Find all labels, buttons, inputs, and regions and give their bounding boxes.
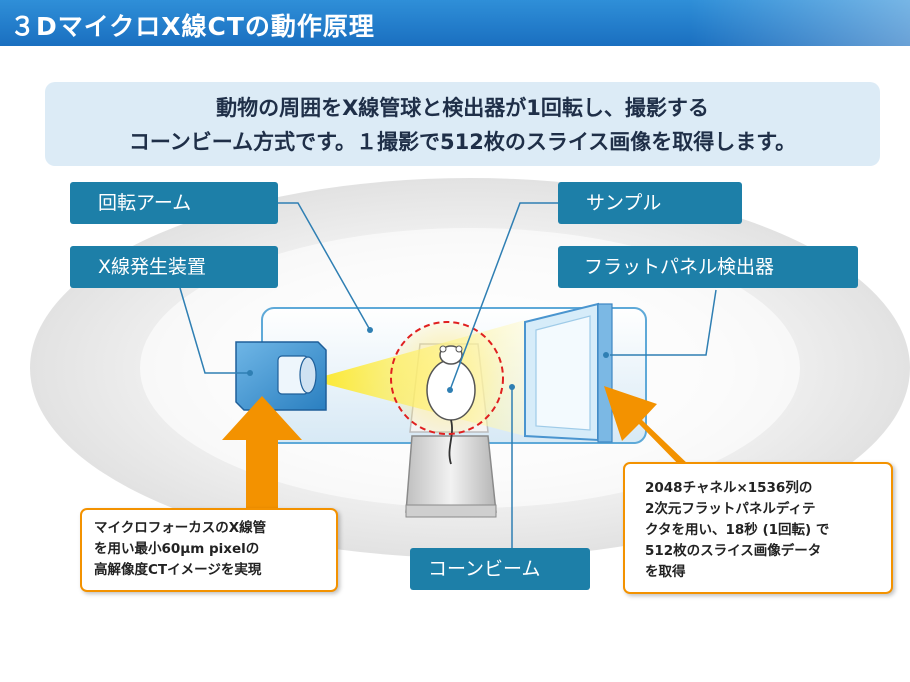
callout-left: マイクロフォーカスのX線管 を用い最小60μm pixelの 高解像度CTイメー… bbox=[80, 508, 338, 592]
label-rotating-arm: 回転アーム bbox=[70, 182, 278, 224]
subtitle-line-2: コーンビーム方式です。１撮影で512枚のスライス画像を取得します。 bbox=[128, 130, 797, 154]
leader-rotating-arm bbox=[278, 202, 371, 331]
pedestal-base bbox=[405, 504, 497, 518]
leader-sample bbox=[449, 202, 565, 391]
label-xray-generator: X線発生装置 bbox=[70, 246, 278, 288]
arrow-left bbox=[222, 396, 302, 508]
label-sample: サンプル bbox=[558, 182, 742, 224]
pedestal bbox=[405, 435, 497, 513]
mouse-tail bbox=[448, 419, 453, 465]
leader-dots bbox=[247, 327, 609, 393]
arrow-right bbox=[604, 386, 690, 472]
label-flat-panel-detector: フラットパネル検出器 bbox=[558, 246, 858, 288]
xray-tube-window bbox=[299, 356, 317, 394]
mouse-ear-right bbox=[455, 345, 463, 353]
flat-panel-surface bbox=[535, 315, 591, 431]
label-cone-beam: コーンビーム bbox=[410, 548, 590, 590]
field-of-view-circle bbox=[390, 321, 504, 435]
callout-right: 2048チャネル×1536列の 2次元フラットパネルディテ クタを用い、18秒 … bbox=[623, 462, 893, 594]
dot-rotating-arm bbox=[367, 327, 373, 333]
leader-xray-generator bbox=[179, 287, 250, 374]
dot-detector bbox=[603, 352, 609, 358]
mouse-ear-left bbox=[439, 345, 447, 353]
subtitle-box: 動物の周囲をX線管球と検出器が1回転し、撮影する コーンビーム方式です。１撮影で… bbox=[45, 82, 880, 166]
title-bar: ３DマイクロX線CTの動作原理 bbox=[0, 0, 910, 46]
subtitle-line-1: 動物の周囲をX線管球と検出器が1回転し、撮影する bbox=[216, 96, 709, 120]
dot-sample bbox=[447, 387, 453, 393]
title-bar-shine bbox=[690, 0, 910, 46]
dot-cone-beam bbox=[509, 384, 515, 390]
page-title: ３DマイクロX線CTの動作原理 bbox=[10, 12, 375, 41]
leader-detector bbox=[610, 289, 717, 356]
detector-housing bbox=[597, 303, 613, 443]
dot-xray-generator bbox=[247, 370, 253, 376]
leader-lines bbox=[179, 202, 717, 548]
